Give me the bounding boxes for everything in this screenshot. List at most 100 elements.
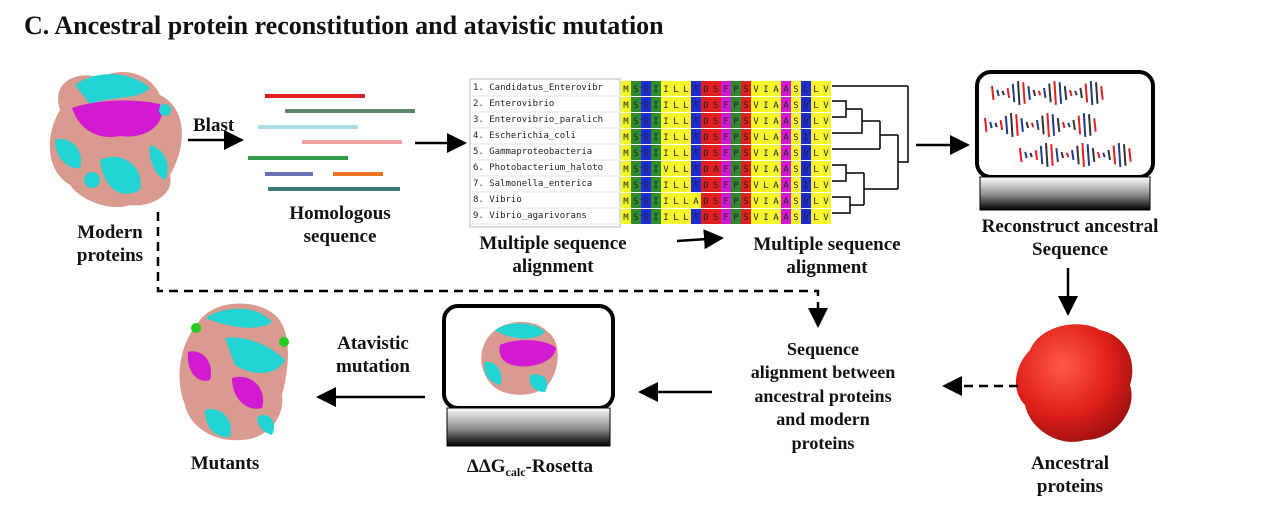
residue-letter: V xyxy=(803,101,809,111)
residue-cell xyxy=(621,97,631,112)
residue-letter: L xyxy=(683,101,688,111)
species-grid-lines xyxy=(470,95,620,225)
residue-cell xyxy=(631,161,641,176)
residue-letter: V xyxy=(803,149,809,159)
residue-cell xyxy=(711,161,721,176)
residue-letter: V xyxy=(803,165,809,175)
residue-letter: A xyxy=(783,149,789,159)
residue-cell xyxy=(631,193,641,208)
residue-cell xyxy=(631,81,641,96)
residue-letter: F xyxy=(723,213,728,223)
residue-letter: I xyxy=(653,197,658,207)
residue-letter: F xyxy=(723,133,728,143)
residue-letter: S xyxy=(713,85,718,95)
residue-letter: I xyxy=(653,149,658,159)
residue-cell xyxy=(751,113,761,128)
residue-cell xyxy=(811,113,821,128)
residue-letter: T xyxy=(693,117,699,127)
residue-letter: S xyxy=(743,213,748,223)
residue-cell xyxy=(731,193,741,208)
residue-letter: L xyxy=(673,85,678,95)
residue-letter: A xyxy=(773,133,779,143)
residue-cell xyxy=(641,209,651,224)
residue-cell xyxy=(731,97,741,112)
residue-cell xyxy=(741,129,751,144)
residue-letter: S xyxy=(633,149,638,159)
residue-letter: P xyxy=(733,117,739,127)
residue-letter: V xyxy=(823,197,829,207)
residue-letter: S xyxy=(793,165,798,175)
residue-letter: I xyxy=(663,117,668,127)
residue-cell xyxy=(711,209,721,224)
residue-cell xyxy=(781,209,791,224)
residue-letter: V xyxy=(803,213,809,223)
residue-cell xyxy=(791,81,801,96)
residue-cell xyxy=(771,97,781,112)
residue-letter: L xyxy=(813,213,818,223)
residue-letter: S xyxy=(643,213,648,223)
residue-cell xyxy=(821,177,831,192)
residue-letter: L xyxy=(683,213,688,223)
residue-cell xyxy=(681,177,691,192)
residue-letter: S xyxy=(633,117,638,127)
residue-letter: S xyxy=(793,181,798,191)
residue-cell xyxy=(801,145,811,160)
residue-cell xyxy=(651,177,661,192)
residue-cell xyxy=(701,113,711,128)
residue-cell xyxy=(671,193,681,208)
residue-letter: A xyxy=(773,117,779,127)
residue-letter: T xyxy=(693,213,699,223)
residue-cell xyxy=(621,177,631,192)
residue-letter: I xyxy=(763,117,768,127)
dna-base-pair xyxy=(1086,144,1091,166)
residue-letter: S xyxy=(633,213,638,223)
residue-letter: S xyxy=(643,101,648,111)
dna-base-pair xyxy=(994,122,998,128)
residue-letter: S xyxy=(793,133,798,143)
residue-letter: S xyxy=(743,181,748,191)
residue-letter: I xyxy=(763,85,768,95)
dna-base-pair xyxy=(1037,90,1042,96)
residue-letter: V xyxy=(823,117,829,127)
residue-letter: T xyxy=(693,149,699,159)
dna-base-pair xyxy=(1063,86,1068,100)
residue-letter: L xyxy=(673,101,678,111)
residue-cell xyxy=(771,177,781,192)
residue-cell xyxy=(631,97,641,112)
residue-letter: S xyxy=(793,101,798,111)
sequence-alignment-between-label: Sequence alignment between ancestral pro… xyxy=(750,339,896,453)
atavistic-mutation-label: Atavistic mutation xyxy=(336,333,410,377)
residue-cell xyxy=(791,177,801,192)
residue-cell xyxy=(671,145,681,160)
residue-letter: I xyxy=(653,213,658,223)
dna-base-pair xyxy=(1006,87,1011,99)
residue-letter: I xyxy=(663,197,668,207)
residue-cell xyxy=(691,97,701,112)
residue-cell xyxy=(781,161,791,176)
residue-letter: S xyxy=(643,85,648,95)
residue-letter: P xyxy=(733,149,739,159)
residue-letter: F xyxy=(723,85,728,95)
residue-letter: D xyxy=(703,165,708,175)
residue-cell xyxy=(681,145,691,160)
residue-letter: I xyxy=(763,149,768,159)
species-item: 1. Candidatus_Enterovibr xyxy=(473,83,604,93)
dna-base-pair xyxy=(1029,152,1033,158)
residue-cell xyxy=(661,145,671,160)
residue-letter: S xyxy=(743,133,748,143)
residue-letter: F xyxy=(723,117,728,127)
residue-letter: S xyxy=(643,149,648,159)
residue-cell xyxy=(661,113,671,128)
dna-base-pair xyxy=(991,85,995,101)
msa-arrow xyxy=(676,229,724,250)
residue-letter: D xyxy=(703,213,708,223)
mutant-protein-structure xyxy=(179,303,289,441)
dna-base-pair xyxy=(1010,113,1014,137)
dna-base-pair xyxy=(1072,119,1076,131)
dna-base-pair xyxy=(1112,145,1117,165)
residue-letter: L xyxy=(683,149,688,159)
residue-cell xyxy=(671,129,681,144)
residue-cell xyxy=(691,113,701,128)
residue-cell xyxy=(671,97,681,112)
